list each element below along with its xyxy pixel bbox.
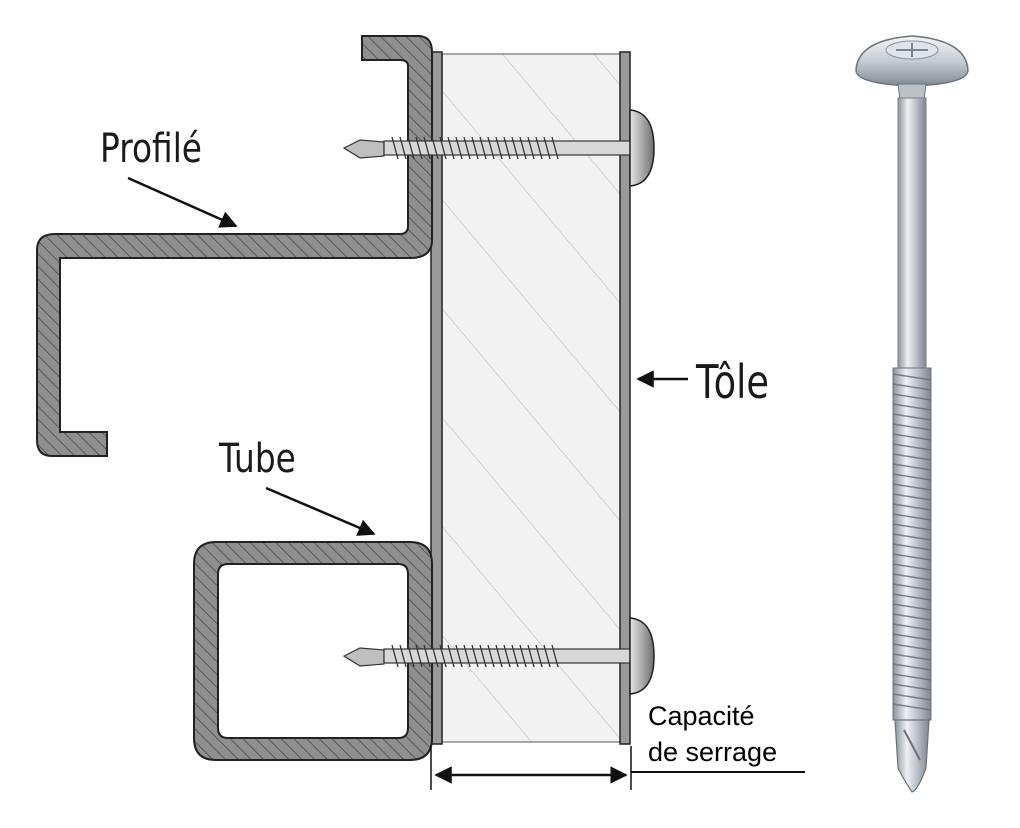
clamping-capacity-label-line2: de serrage — [648, 737, 778, 767]
sheet-label: Tôle — [696, 355, 770, 409]
profile-leader-arrow — [127, 176, 238, 228]
tube-leader-arrow — [265, 486, 376, 536]
sheet-facing — [619, 51, 631, 745]
inner-facing — [430, 51, 443, 745]
self-drilling-screw-illustration — [855, 35, 969, 793]
screw-lower — [342, 617, 655, 695]
clamping-capacity-label-line1: Capacité — [648, 701, 755, 731]
screw-upper — [342, 109, 655, 187]
steel-profile — [36, 35, 433, 457]
panel-core — [441, 53, 623, 743]
steel-tube — [193, 541, 433, 761]
tube-label: Tube — [219, 436, 296, 482]
clamping-dimension — [430, 746, 805, 790]
profile-label: Profilé — [100, 126, 202, 172]
